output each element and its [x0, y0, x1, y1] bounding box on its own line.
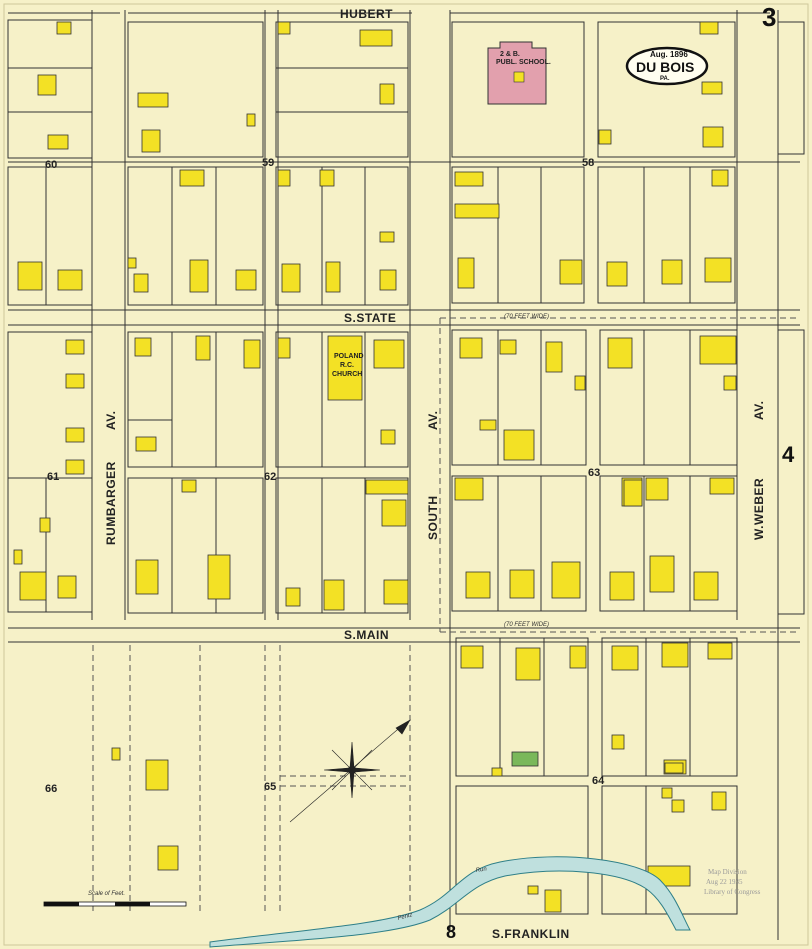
scale-label: Scale of Feet. [88, 891, 125, 897]
public-school [487, 41, 547, 105]
street-label-rumbarger: RUMBARGER [104, 461, 118, 545]
sheet-number: 3 [762, 2, 776, 32]
street-label-w-weber-av: AV. [752, 400, 766, 420]
block-59: 59 [262, 157, 274, 169]
block-60: 60 [45, 159, 57, 171]
school-label-1: 2 & B. [500, 51, 520, 58]
title-badge-state: PA. [660, 76, 670, 82]
block-61: 61 [47, 471, 59, 483]
dashed-lot-lines [92, 317, 800, 915]
street-label-south: SOUTH [426, 496, 440, 541]
creek-label-pentz: Pentz [397, 912, 413, 922]
block-62: 62 [264, 471, 276, 483]
block-65: 65 [264, 781, 276, 793]
title-badge-date: Aug. 1896 [650, 50, 688, 59]
map-paper [3, 3, 809, 946]
church-label-3: CHURCH [332, 371, 362, 378]
buildings [13, 21, 737, 913]
scale-bar [43, 901, 187, 907]
width-note-state: (70 FEET WIDE) [504, 314, 549, 320]
street-label-w-weber: W.WEBER [752, 478, 766, 540]
block-63: 63 [588, 467, 600, 479]
church-label-1: POLAND [334, 353, 364, 360]
street-label-rumbarger-av: AV. [104, 410, 118, 430]
street-label-hubert: HUBERT [340, 7, 393, 21]
compass-rose [289, 719, 411, 823]
title-badge [625, 46, 709, 86]
school-label-2: PUBL. SCHOOL. [496, 59, 551, 66]
pentz-run-creek [209, 856, 691, 948]
block-64: 64 [592, 775, 605, 787]
block-outlines [7, 19, 805, 915]
street-label-s-main: S.MAIN [344, 628, 389, 642]
street-label-s-franklin: S.FRANKLIN [492, 927, 570, 941]
stamp-line-1: Map Division [708, 868, 747, 876]
stamp-line-3: Library of Congress [704, 888, 761, 896]
street-label-s-state: S.STATE [344, 311, 396, 325]
stamp-line-2: Aug 22 1935 [706, 878, 743, 886]
street-label-south-av: AV. [426, 410, 440, 430]
width-note-main: (70 FEET WIDE) [504, 622, 549, 628]
adjacent-sheet-number: 4 [782, 442, 795, 467]
block-58: 58 [582, 157, 594, 169]
bottom-sheet-ref: 8 [446, 922, 456, 942]
creek-label-run: Run [475, 866, 487, 874]
church-label-2: R.C. [340, 362, 354, 369]
green-building [511, 751, 539, 767]
block-66: 66 [45, 783, 57, 795]
title-badge-city: DU BOIS [636, 59, 694, 75]
